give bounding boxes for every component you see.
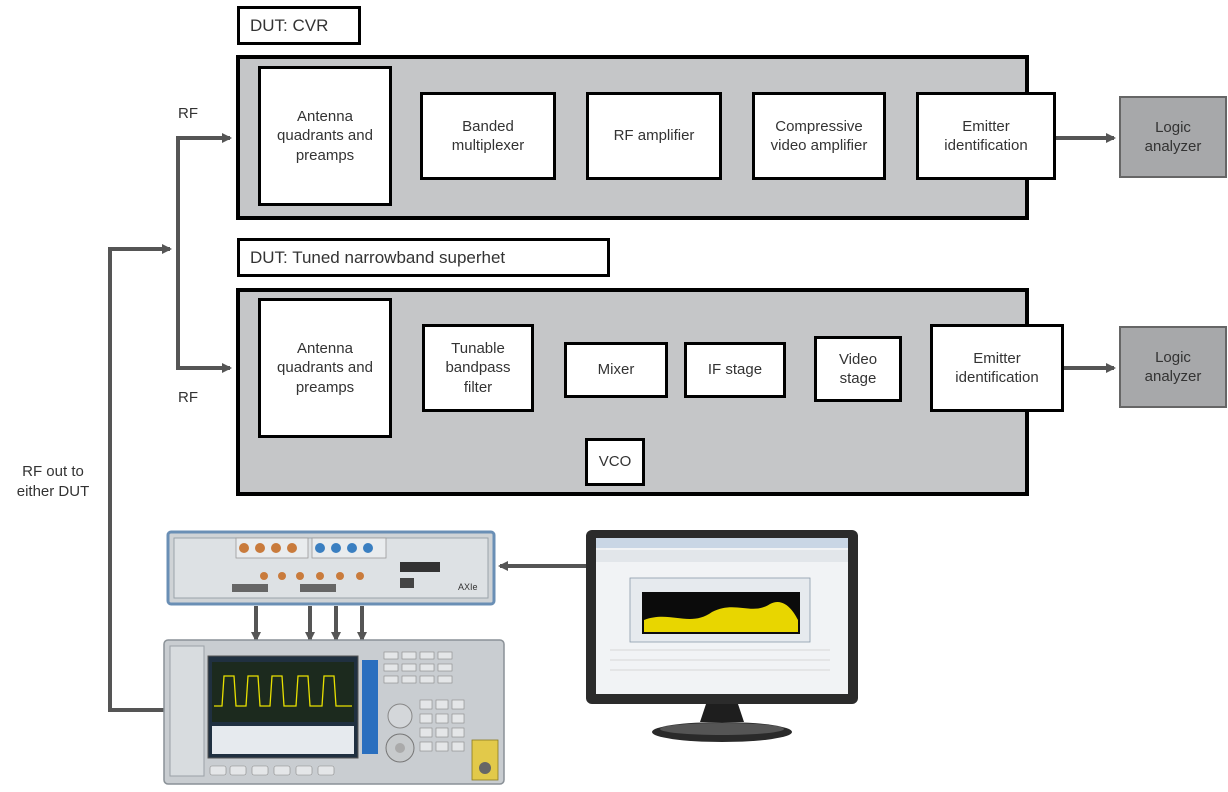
superhet-emitter-block: Emitter identification — [930, 324, 1064, 412]
rf-label-top: RF — [178, 105, 198, 122]
cvr-multiplexer-label: Banded multiplexer — [451, 117, 525, 155]
superhet-mixer-block: Mixer — [564, 342, 668, 398]
superhet-title: DUT: Tuned narrowband superhet — [237, 238, 610, 277]
spectrum-analyzer-image — [163, 639, 505, 785]
superhet-video-stage-block: Video stage — [814, 336, 902, 402]
axie-chassis-image: AXIe — [166, 530, 496, 606]
superhet-filter-block: Tunable bandpass filter — [422, 324, 534, 412]
rf-split-top — [176, 133, 232, 249]
superhet-logic-analyzer: Logic analyzer — [1119, 326, 1227, 408]
superhet-filter-label: Tunable bandpass filter — [445, 339, 511, 396]
cvr-logic-label: Logic analyzer — [1144, 118, 1202, 156]
cvr-emitter-label: Emitter identification — [944, 117, 1028, 155]
superhet-mixer-label: Mixer — [597, 361, 635, 379]
cvr-title-text: DUT: CVR — [250, 15, 329, 35]
superhet-emitter-label: Emitter identification — [955, 349, 1039, 387]
rf-out-wire — [108, 244, 172, 712]
superhet-antenna-block: Antenna quadrants and preamps — [258, 298, 392, 438]
superhet-title-text: DUT: Tuned narrowband superhet — [250, 247, 506, 267]
pc-monitor-image — [586, 530, 858, 742]
cvr-video-amplifier-label: Compressive video amplifier — [770, 117, 868, 155]
svg-text:AXIe: AXIe — [458, 582, 478, 592]
superhet-if-stage-block: IF stage — [684, 342, 786, 398]
cvr-emitter-block: Emitter identification — [916, 92, 1056, 180]
superhet-video-stage-label: Video stage — [838, 350, 878, 388]
superhet-vco-block: VCO — [585, 438, 645, 486]
cvr-multiplexer-block: Banded multiplexer — [420, 92, 556, 180]
cvr-antenna-label: Antenna quadrants and preamps — [277, 107, 373, 164]
cvr-antenna-block: Antenna quadrants and preamps — [258, 66, 392, 206]
rf-out-label: RF out to either DUT — [16, 463, 90, 500]
superhet-vco-label: VCO — [598, 453, 632, 471]
cvr-video-amplifier-block: Compressive video amplifier — [752, 92, 886, 180]
superhet-if-stage-label: IF stage — [707, 361, 763, 379]
cvr-rf-amplifier-label: RF amplifier — [613, 127, 695, 145]
cvr-title: DUT: CVR — [237, 6, 361, 45]
superhet-antenna-label: Antenna quadrants and preamps — [277, 339, 373, 396]
cvr-logic-analyzer: Logic analyzer — [1119, 96, 1227, 178]
cvr-rf-amplifier-block: RF amplifier — [586, 92, 722, 180]
rf-label-bottom: RF — [178, 389, 198, 406]
rf-split-bottom — [176, 249, 232, 373]
superhet-logic-label: Logic analyzer — [1144, 348, 1202, 386]
